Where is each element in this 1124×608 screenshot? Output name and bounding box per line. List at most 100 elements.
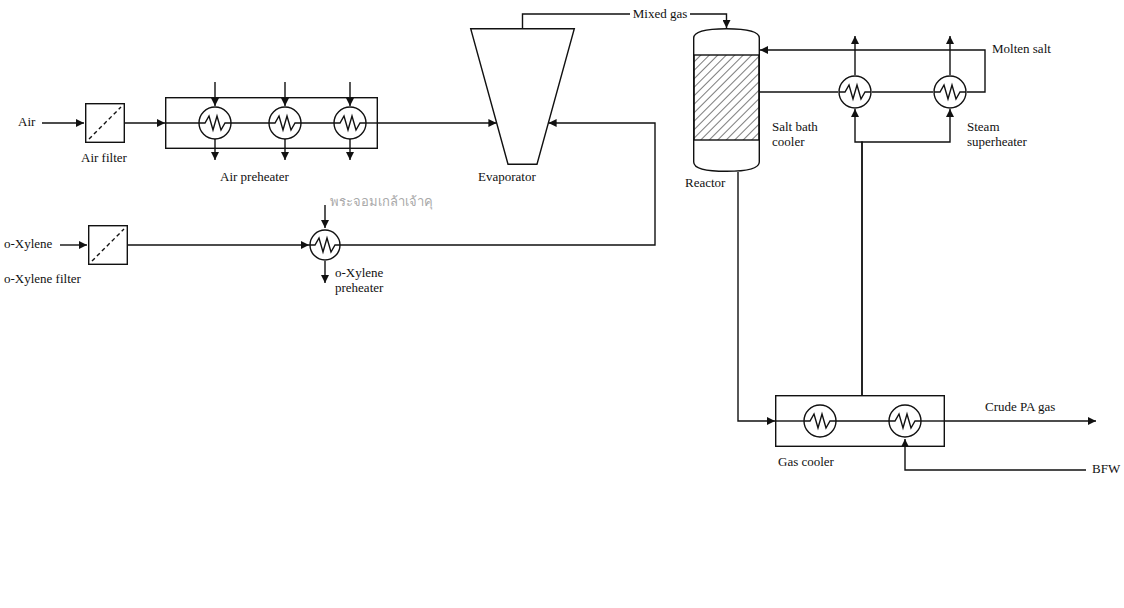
- utility-arrow: [324, 261, 325, 283]
- heat-exchanger-symbol: [804, 405, 836, 437]
- rect-outline: [776, 396, 945, 447]
- coil-symbol: [269, 116, 301, 130]
- coil-symbol: [839, 85, 871, 99]
- process-stream: [128, 244, 309, 245]
- utility-arrow: [854, 36, 855, 75]
- feed-arrow: [60, 244, 87, 245]
- coil-symbol: [199, 116, 231, 130]
- node-label: Air filter: [81, 151, 127, 166]
- heat-exchanger: Steam superheater: [933, 75, 967, 109]
- feedwater-line: [905, 439, 1086, 470]
- heat-exchanger-symbol: [199, 107, 231, 139]
- label-anchor: BFW: [1092, 462, 1120, 477]
- filter-element: [92, 229, 124, 261]
- coil-symbol: [804, 414, 836, 428]
- label-anchor: Mixed gas: [630, 7, 691, 22]
- process-stream: [862, 109, 950, 395]
- process-line: [231, 122, 269, 123]
- circle-outline: [839, 76, 871, 108]
- stream-label: Mixed gas: [630, 7, 691, 22]
- node-label: Air preheater: [220, 170, 289, 185]
- label-anchor: Air: [18, 115, 35, 130]
- utility-arrow: [349, 82, 350, 106]
- label-anchor: o-Xylene: [4, 237, 52, 252]
- shape-outline: [838, 75, 872, 109]
- utility-arrow: [214, 82, 215, 106]
- node-label: Evaporator: [478, 170, 536, 185]
- heat-exchanger: o-Xylene preheater: [309, 229, 341, 261]
- illustration-group: [42, 36, 1096, 470]
- stream-label: Crude PA gas: [985, 400, 1055, 415]
- process-line: [836, 420, 889, 421]
- node-label: Reactor: [685, 176, 725, 191]
- node-label: o-Xylene filter: [4, 272, 81, 287]
- rect-outline: [89, 226, 128, 265]
- shape-outline: [165, 97, 378, 149]
- node-label: Gas cooler: [778, 455, 834, 470]
- feed-arrow: [42, 122, 84, 123]
- stream-label: o-Xylene: [4, 237, 52, 252]
- stream-label: Air: [18, 115, 35, 130]
- stream-label: BFW: [1092, 462, 1120, 477]
- process-stream: [378, 122, 496, 123]
- shape-outline: [933, 75, 967, 109]
- label-anchor: พระจอมเกล้าเจ้าคุ: [330, 195, 433, 210]
- shape-outline: [85, 103, 125, 143]
- process-stream: [760, 50, 985, 92]
- heat-exchanger: Salt bath cooler: [838, 75, 872, 109]
- heat-exchanger-symbol: [269, 107, 301, 139]
- process-stream: [341, 123, 655, 245]
- evaporator-vessel: Evaporator: [470, 28, 575, 165]
- utility-arrow: [284, 139, 285, 160]
- rect-outline: [86, 104, 125, 143]
- coil-symbol: [334, 116, 366, 130]
- process-line: [165, 122, 199, 123]
- utility-arrow: [324, 205, 325, 228]
- preheater-group: Air preheater: [165, 97, 378, 149]
- utility-arrow: [349, 139, 350, 160]
- heat-exchanger-symbol: [334, 107, 366, 139]
- heat-exchanger-symbol: [889, 405, 921, 437]
- shape-outline: [470, 28, 575, 165]
- coil-symbol: [889, 414, 921, 428]
- filter-box: Air filter: [85, 103, 125, 143]
- filter-element: [89, 107, 121, 139]
- label-anchor: Molten salt: [992, 42, 1051, 57]
- label-anchor: Crude PA gas: [985, 400, 1055, 415]
- catalyst-bed: [694, 55, 759, 140]
- shape-outline: [775, 395, 945, 447]
- reactor-vessel: Reactor: [693, 28, 760, 172]
- circle-outline: [310, 230, 340, 260]
- utility-arrow: [284, 82, 285, 106]
- cooler-group: Gas cooler: [775, 395, 945, 447]
- shape-outline: [88, 225, 128, 265]
- node-label: Steam superheater: [967, 120, 1041, 150]
- filter-box: o-Xylene filter: [88, 225, 128, 265]
- shape-outline: [309, 229, 341, 261]
- watermark-text: พระจอมเกล้าเจ้าคุ: [330, 195, 433, 210]
- process-line: [775, 420, 804, 421]
- process-stream: [738, 172, 775, 421]
- coil-symbol: [934, 85, 966, 99]
- product-arrow: [945, 420, 1096, 421]
- process-line: [366, 122, 378, 123]
- process-stream: [855, 109, 862, 395]
- rect-outline: [166, 98, 378, 149]
- process-stream: [872, 91, 933, 92]
- shape-outline: [693, 28, 760, 172]
- circle-outline: [934, 76, 966, 108]
- coil-symbol: [309, 238, 341, 252]
- process-stream: [523, 14, 727, 28]
- utility-arrow: [214, 139, 215, 160]
- utility-arrow: [949, 36, 950, 75]
- process-line: [301, 122, 334, 123]
- process-stream: [760, 91, 838, 92]
- funnel-outline: [471, 29, 575, 165]
- process-stream: [125, 122, 165, 123]
- node-label: o-Xylene preheater: [335, 266, 401, 296]
- node-label: Salt bath cooler: [772, 120, 832, 150]
